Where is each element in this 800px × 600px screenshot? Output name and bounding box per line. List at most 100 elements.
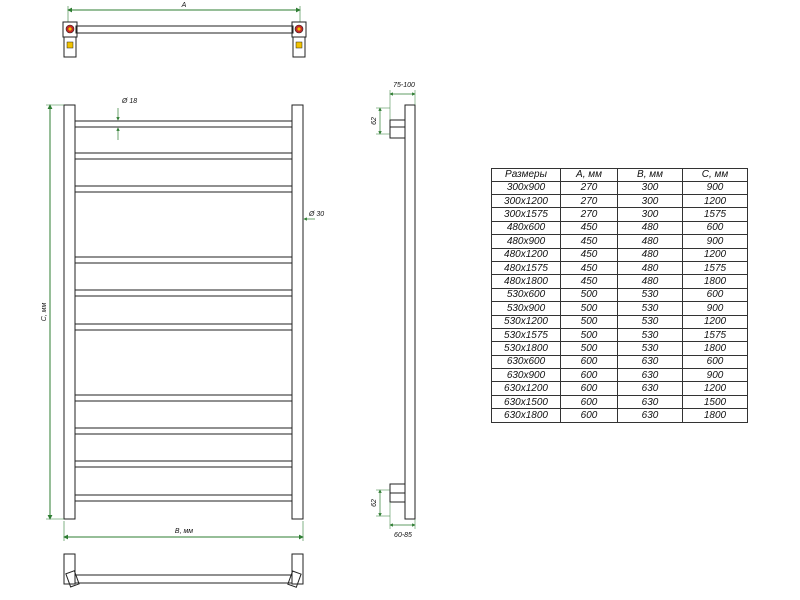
wall-offset-label: 75-100 [393, 82, 415, 89]
c-cell: 900 [682, 301, 748, 316]
a-cell: 270 [560, 193, 618, 209]
left-upright [63, 104, 76, 520]
side-view: 75-100 62 62 60-85 [371, 82, 416, 539]
left-wall-bracket [62, 21, 78, 58]
b-cell: 300 [617, 207, 683, 222]
rail-profile-label: Ø 30 [308, 211, 324, 218]
size-cell: 530x900 [491, 301, 561, 316]
a-cell: 600 [560, 408, 618, 423]
b-cell: 530 [617, 287, 683, 303]
size-cell: 300x1575 [491, 207, 561, 222]
a-cell: 270 [560, 207, 618, 222]
right-upright [291, 104, 304, 520]
size-cell: 630x900 [491, 368, 561, 383]
b-cell: 480 [617, 260, 683, 276]
a-cell: 270 [560, 180, 618, 195]
size-cell: 300x1200 [491, 193, 561, 209]
column-header-b: B, мм [617, 168, 683, 182]
size-cell: 480x600 [491, 220, 561, 236]
c-cell: 1500 [682, 394, 748, 410]
front-view: Ø 18 Ø 30 C, мм B, мм [41, 98, 324, 541]
size-cell: 530x1800 [491, 341, 561, 356]
a-cell: 450 [560, 247, 618, 262]
c-cell: 900 [682, 234, 748, 249]
crossbars [74, 120, 293, 502]
c-cell: 1575 [682, 327, 748, 343]
a-cell: 500 [560, 341, 618, 356]
a-cell: 500 [560, 287, 618, 303]
side-upright [404, 104, 416, 520]
size-cell: 480x900 [491, 234, 561, 249]
b-cell: 530 [617, 341, 683, 356]
size-cell: 300x900 [491, 180, 561, 195]
b-cell: 630 [617, 408, 683, 423]
a-cell: 600 [560, 368, 618, 383]
column-header-a: A, мм [560, 168, 618, 182]
dimension-a-label: A [181, 2, 187, 9]
size-cell: 630x1500 [491, 394, 561, 410]
depth-label: 60-85 [394, 532, 412, 539]
size-cell: 630x600 [491, 354, 561, 370]
b-cell: 630 [617, 368, 683, 383]
size-cell: 480x1575 [491, 260, 561, 276]
bottom-bracket-label: 62 [371, 499, 378, 507]
c-cell: 1800 [682, 341, 748, 356]
table-header-row: Размеры A, мм B, мм C, мм [491, 168, 748, 182]
top-view: A [62, 2, 307, 58]
size-cell: 530x600 [491, 287, 561, 303]
a-cell: 600 [560, 354, 618, 370]
c-cell: 1575 [682, 260, 748, 276]
top-rail [75, 25, 294, 34]
c-cell: 1200 [682, 314, 748, 329]
c-cell: 600 [682, 354, 748, 370]
a-cell: 450 [560, 220, 618, 236]
b-cell: 300 [617, 180, 683, 195]
bottom-view [63, 553, 304, 588]
a-cell: 500 [560, 301, 618, 316]
b-cell: 630 [617, 381, 683, 396]
tube-diameter-label: Ø 18 [121, 98, 137, 105]
a-cell: 450 [560, 234, 618, 249]
b-cell: 530 [617, 327, 683, 343]
b-cell: 530 [617, 301, 683, 316]
top-bracket-label: 62 [371, 117, 378, 125]
a-cell: 600 [560, 381, 618, 396]
right-wall-bracket [291, 21, 307, 58]
size-cell: 530x1200 [491, 314, 561, 329]
a-cell: 500 [560, 314, 618, 329]
dimension-b-label: B, мм [175, 528, 193, 535]
c-cell: 900 [682, 368, 748, 383]
size-cell: 480x1200 [491, 247, 561, 262]
size-cell: 530x1575 [491, 327, 561, 343]
b-cell: 480 [617, 234, 683, 249]
b-cell: 480 [617, 220, 683, 236]
c-cell: 600 [682, 220, 748, 236]
b-cell: 630 [617, 354, 683, 370]
b-cell: 480 [617, 274, 683, 289]
b-cell: 530 [617, 314, 683, 329]
a-cell: 450 [560, 260, 618, 276]
c-cell: 1800 [682, 274, 748, 289]
c-cell: 1575 [682, 207, 748, 222]
c-cell: 1200 [682, 193, 748, 209]
b-cell: 300 [617, 193, 683, 209]
a-cell: 500 [560, 327, 618, 343]
b-cell: 480 [617, 247, 683, 262]
